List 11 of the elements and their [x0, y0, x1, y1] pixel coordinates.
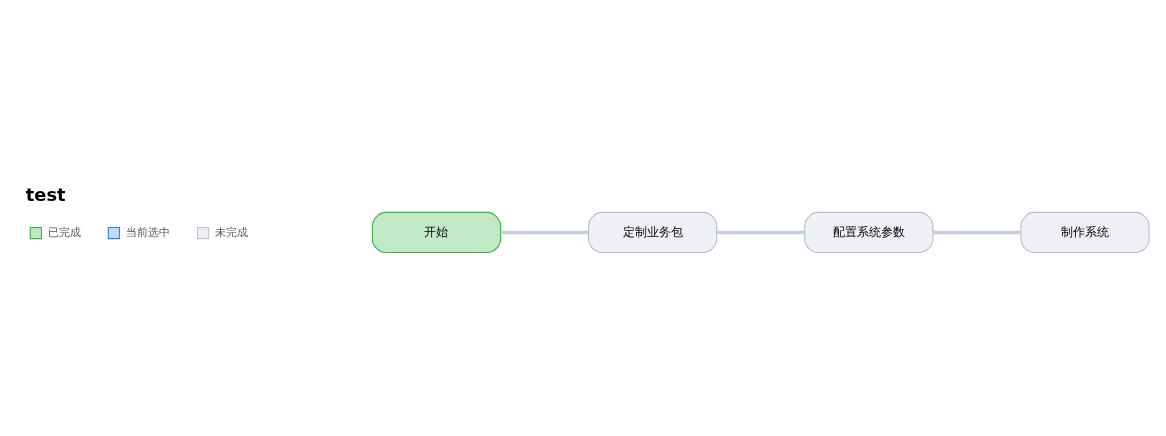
legend-label: 当前选中 — [126, 225, 171, 239]
legend-label: 未完成 — [215, 225, 249, 239]
connector — [932, 230, 1021, 235]
diagram-title: test — [25, 184, 66, 206]
node-box: 定制业务包 — [588, 211, 718, 254]
connector — [500, 230, 589, 235]
node-box: 开始 — [371, 211, 502, 254]
legend-label: 已完成 — [48, 225, 82, 239]
node-box: 配置系统参数 — [804, 211, 934, 254]
connector — [716, 230, 805, 235]
node-box: 制作系统 — [1020, 211, 1150, 254]
